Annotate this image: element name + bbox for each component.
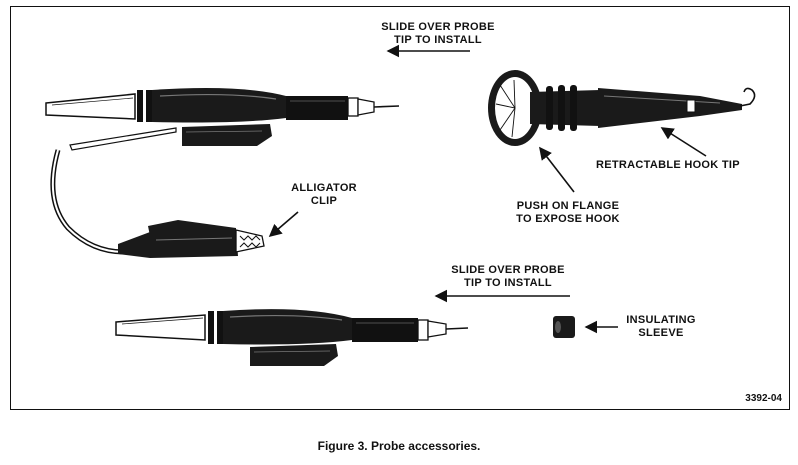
alligator-clip-line1: ALLIGATOR [291, 182, 357, 194]
figure-frame [10, 6, 790, 410]
alligator-clip-line2: CLIP [310, 195, 338, 207]
slide-over-top-label: SLIDE OVER PROBE TIP TO INSTALL [372, 21, 504, 47]
retractable-hook-tip-label: RETRACTABLE HOOK TIP [596, 159, 740, 171]
insulating-sleeve-line2: SLEEVE [638, 327, 684, 339]
figure-caption: Figure 3. Probe accessories. [317, 439, 481, 453]
figure-number: 3392-04 [745, 393, 782, 404]
probe-bottom [115, 309, 469, 366]
slide-over-top-line1: SLIDE OVER PROBE [381, 21, 495, 33]
push-on-flange-label: PUSH ON FLANGE TO EXPOSE HOOK [500, 200, 636, 226]
alligator-clip-arrow [268, 211, 299, 238]
alligator-clip-label: ALLIGATOR CLIP [284, 182, 364, 208]
hook-tip-probe [488, 70, 756, 146]
slide-over-bottom-label: SLIDE OVER PROBE TIP TO INSTALL [442, 264, 574, 290]
slide-over-top-line2: TIP TO INSTALL [394, 34, 482, 46]
insulating-sleeve-line1: INSULATING [626, 314, 696, 326]
slide-over-bottom-line1: SLIDE OVER PROBE [451, 264, 565, 276]
insulating-sleeve [553, 316, 575, 338]
slide-over-bottom-line2: TIP TO INSTALL [464, 277, 552, 289]
push-on-flange-line1: PUSH ON FLANGE [516, 200, 620, 212]
alligator-clip [50, 149, 265, 258]
probe-top [45, 88, 400, 151]
hook-tip-arrow [660, 127, 707, 157]
flange-arrow [539, 146, 575, 193]
insulating-sleeve-label: INSULATING SLEEVE [618, 314, 704, 340]
push-on-flange-line2: TO EXPOSE HOOK [516, 213, 620, 225]
